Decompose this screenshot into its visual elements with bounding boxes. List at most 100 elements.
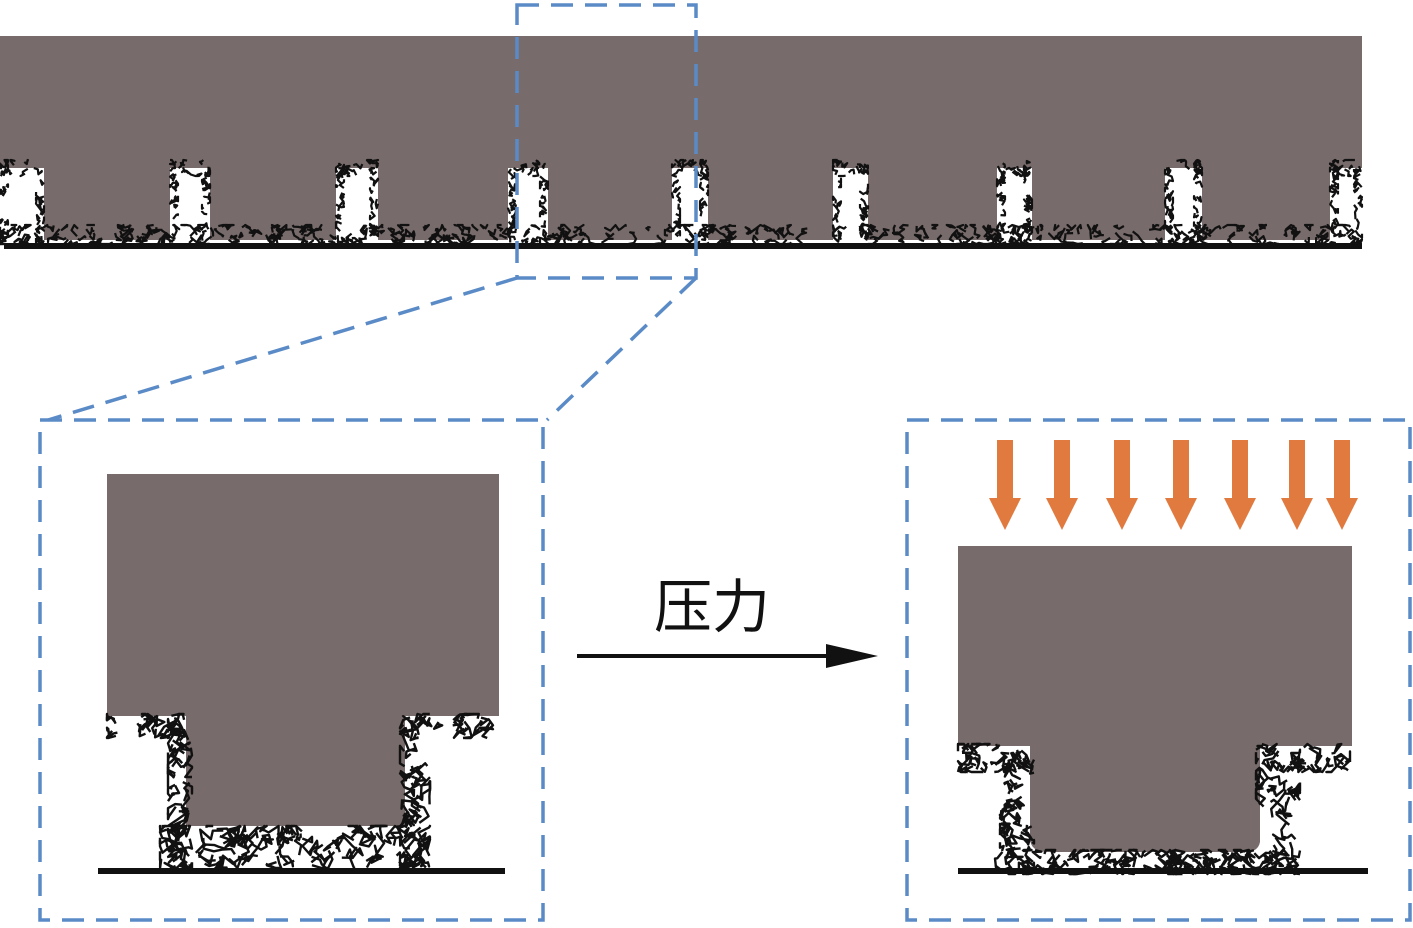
fiber-wall [676,191,682,203]
fiber-wall [368,187,374,194]
fiber-cap [841,162,849,169]
fiber-mat [1132,230,1146,245]
fiber-mat [274,834,296,855]
fiber-cap [832,158,841,166]
fiber-mat [243,826,259,848]
fiber-cap [175,712,186,721]
fiber-cap [1312,746,1322,764]
fiber-mat [1148,223,1166,232]
fiber-wall [859,214,866,222]
fiber-wall [403,788,416,798]
fiber-mat [291,229,300,240]
fiber-wall [1,186,7,197]
zoom-connector-left [47,276,518,422]
fiber-wall [832,203,840,215]
fiber-mat [197,223,208,227]
fiber-cap [151,714,159,735]
fiber-mat [1101,236,1111,246]
fiber-wall [672,186,682,194]
fiber-wall [831,214,839,221]
fiber-mat [310,227,323,234]
fiber-mat [228,855,251,870]
fiber-mat [898,223,909,234]
fiber-mat [114,232,123,242]
fiber-wall [1254,782,1264,791]
fiber-wall [1026,202,1034,210]
fiber-wall [837,177,843,184]
fiber-mat [1183,861,1195,869]
fiber-wall [1027,227,1034,238]
force-arrow-head [1326,498,1358,530]
fiber-wall [35,214,41,226]
fiber-wall [0,217,4,225]
fiber-mat [1303,223,1314,232]
fiber-mat [1152,223,1160,230]
fiber-cap [532,170,540,178]
fiber-wall [1352,187,1360,194]
fiber-wall [540,194,547,202]
process-step: 压力 [577,573,878,668]
fiber-wall [1192,205,1199,214]
fiber-cap [1344,750,1352,764]
fiber-wall [996,221,1007,229]
top-substrate [0,36,1362,240]
fiber-mat [158,851,163,869]
fiber-wall [1022,824,1034,841]
fiber-cap [432,721,444,730]
down-arrow-icon [1165,440,1197,530]
fiber-cap [513,164,527,172]
fiber-cap [413,712,423,724]
top-structure [0,36,1364,249]
fiber-wall [403,812,410,829]
fiber-wall [200,203,205,210]
fiber-cap [179,161,186,167]
fiber-mat [341,833,364,860]
fiber-cap [1331,168,1346,177]
fiber-mat [1274,856,1292,863]
fiber-wall [39,209,46,216]
fiber-wall [705,184,710,189]
fiber-cap [1196,163,1204,173]
fiber-wall [538,210,542,218]
fiber-mat [748,223,769,235]
fiber-mat [268,233,280,244]
fiber-mat [329,234,337,241]
fiber-wall [1027,194,1034,205]
fiber-mat [298,225,306,236]
fiber-wall [1192,212,1199,219]
fiber-wall [415,767,424,782]
fiber-wall [404,746,417,760]
fiber-cap [704,168,710,178]
fiber-mat [56,235,67,241]
fiber-wall [705,189,710,197]
fiber-mat [219,853,248,865]
fiber-mat [383,824,407,845]
fiber-mat [189,229,197,238]
fiber-mat [33,232,41,241]
fiber-wall [166,783,176,798]
fiber-wall [166,717,180,729]
fiber-mat [898,237,905,244]
fiber-mat [786,223,792,236]
fiber-mat [1143,848,1160,858]
fiber-mat [1157,857,1174,868]
fiber-wall [41,216,46,225]
fiber-wall [859,226,865,238]
fiber-cap [105,726,117,740]
fiber-cap [961,751,981,770]
fiber-mat [993,851,1004,866]
fiber-cap [3,161,9,169]
fiber-wall [510,214,517,223]
fiber-wall [369,230,380,238]
fiber-cap [23,158,29,166]
fiber-wall [336,235,340,244]
fiber-cap [171,173,177,177]
fiber-wall [831,225,841,238]
fiber-mat [310,851,336,864]
force-arrow-shaft [1114,440,1130,500]
fiber-wall [1019,758,1036,768]
fiber-wall [703,231,709,239]
fiber-mat [981,225,1002,239]
fiber-wall [34,199,43,212]
